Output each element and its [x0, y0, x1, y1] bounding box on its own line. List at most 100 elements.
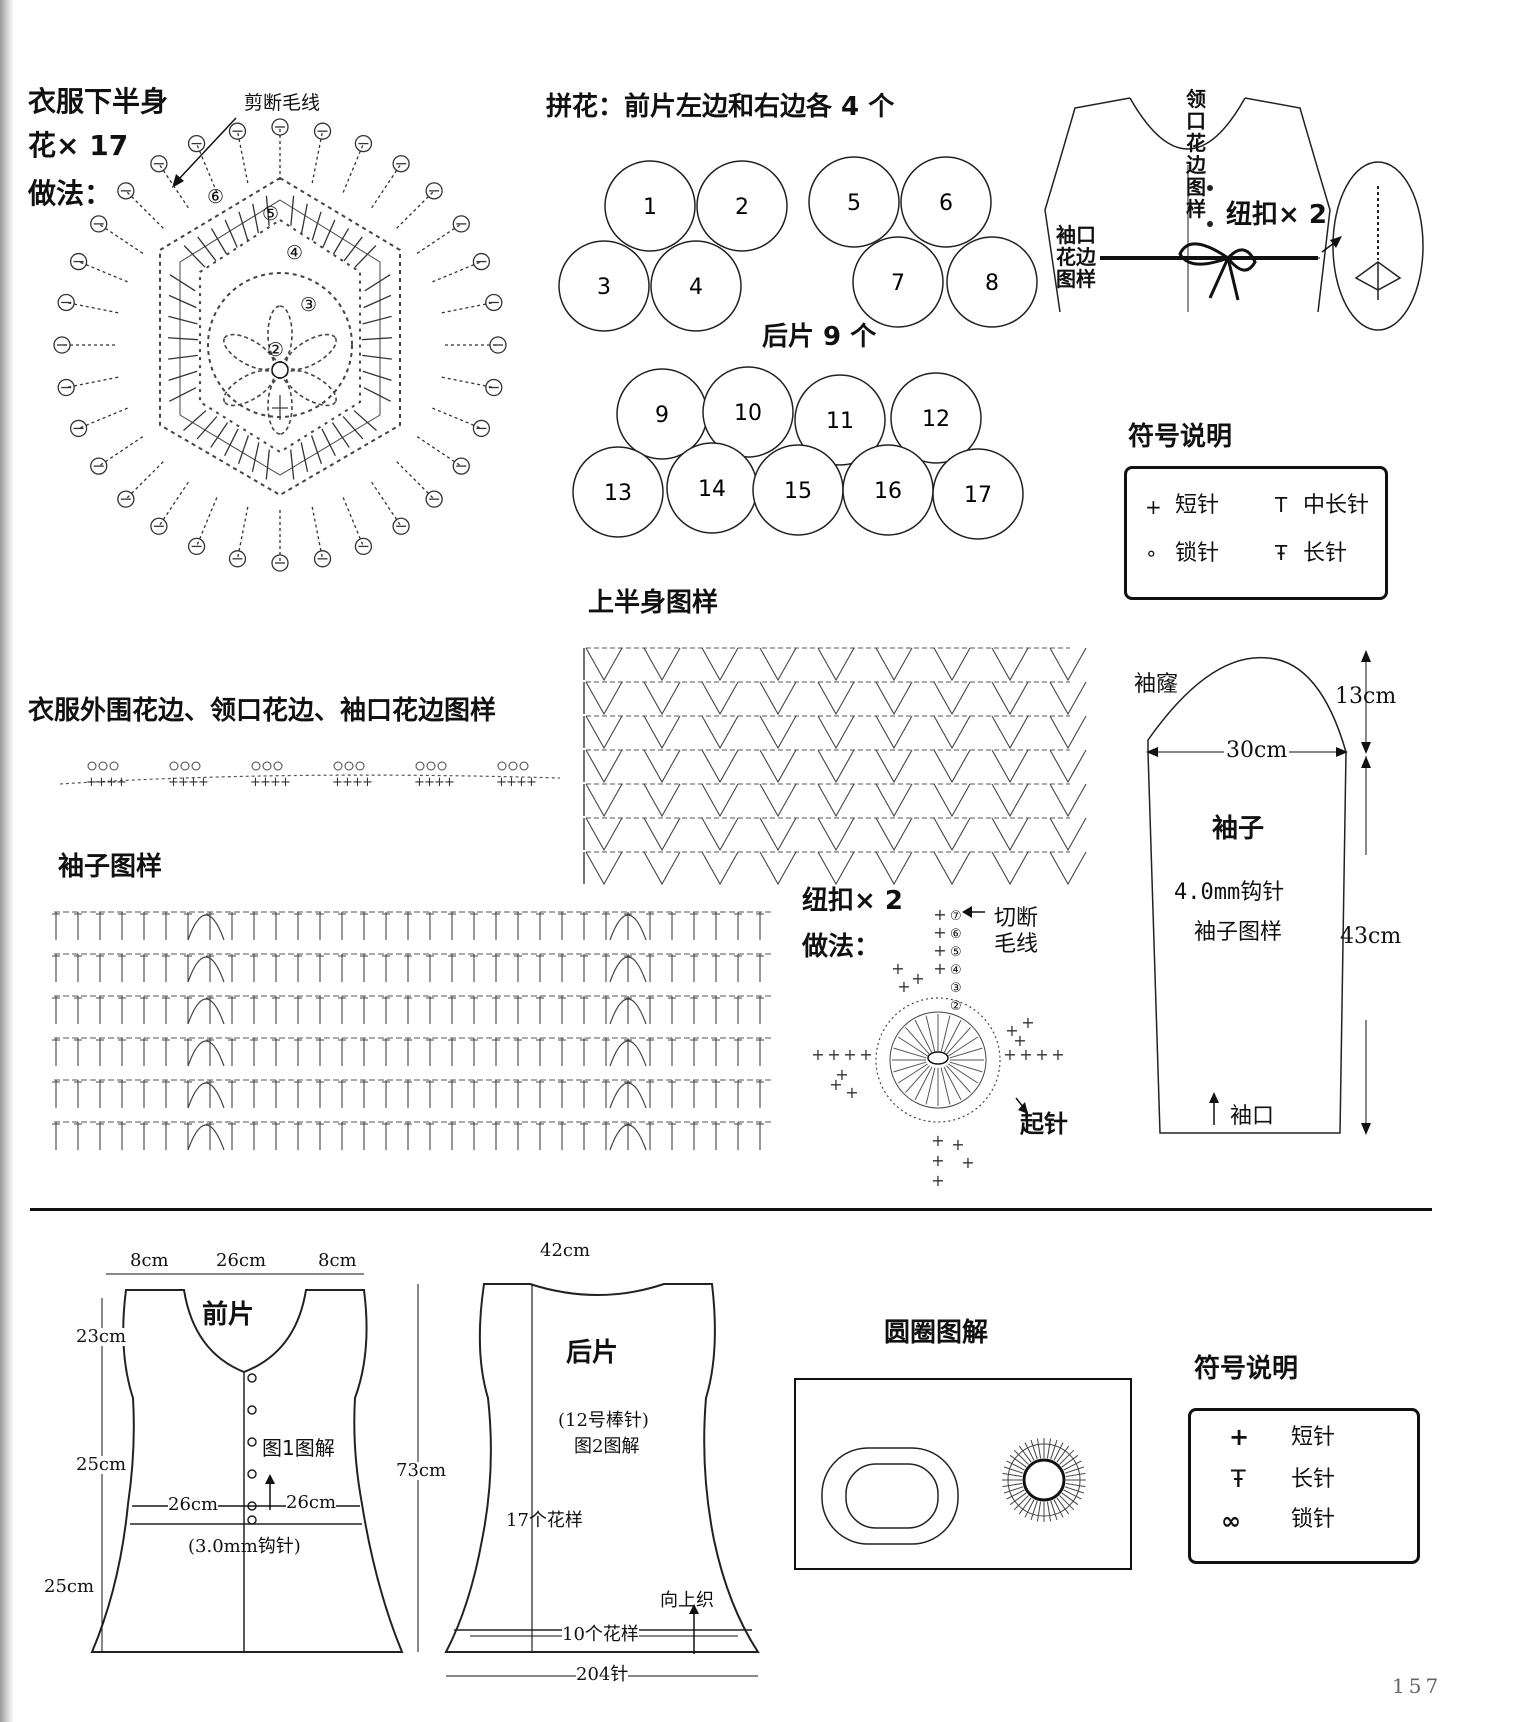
- motif-number-13: 13: [604, 481, 632, 506]
- picot-stem: [311, 506, 324, 559]
- upper-mesh-stitch: [1049, 681, 1087, 716]
- back-motif-count: 17个花样: [506, 1510, 583, 1531]
- rose-picot: [90, 215, 108, 233]
- button-sc-mark: +: [1005, 1021, 1018, 1040]
- hex-stitch: [168, 294, 197, 309]
- hex-stitch: [362, 315, 392, 325]
- legend-top-title: 符号说明: [1128, 422, 1233, 452]
- ring-diagram-box: [794, 1378, 1132, 1570]
- picot-stem: [441, 301, 494, 314]
- upper-mesh-stitch: [817, 783, 855, 818]
- edging-sc-mark: +: [506, 775, 517, 790]
- motif-number-15: 15: [784, 479, 812, 504]
- picot-stem: [66, 376, 119, 389]
- picot-stem: [371, 163, 402, 209]
- button-tassel: [1354, 261, 1402, 300]
- sleeve-shell: [609, 1082, 647, 1109]
- picot-stem: [158, 163, 189, 209]
- ring-stitch: [1036, 1501, 1042, 1522]
- button-sc-mark: +: [897, 977, 910, 996]
- button-round-5: ⑤: [950, 945, 962, 960]
- book-gutter: [0, 0, 14, 1722]
- round-5-label: ⑤: [262, 203, 280, 225]
- button-sc-mark: +: [1021, 1013, 1034, 1032]
- upper-mesh-stitch: [817, 817, 855, 852]
- ring-stitch: [1006, 1489, 1025, 1500]
- motif-number-6: 6: [939, 191, 953, 216]
- upper-mesh-stitch: [701, 783, 739, 818]
- sleeve-shell: [187, 1082, 225, 1109]
- cap-arrow-bottom: [1361, 742, 1371, 754]
- upper-mesh-stitch: [933, 851, 971, 886]
- button-spoke: [897, 1036, 928, 1057]
- page-number: 157: [1392, 1674, 1443, 1698]
- back-layout-title: 后片 9 个: [762, 322, 877, 352]
- sleeve-shell: [187, 998, 225, 1025]
- edging-sc-mark: +: [250, 775, 261, 790]
- picot-stem: [78, 260, 128, 283]
- rose-picot: [150, 517, 168, 535]
- ring-stitch: [1013, 1495, 1029, 1511]
- edging-picot: [251, 761, 261, 771]
- button-sc-mark: +: [951, 1135, 964, 1154]
- legend-bottom-box: + 短针 Ŧ 长针 ∞ 锁针: [1188, 1408, 1420, 1564]
- button-sc-mark: +: [891, 959, 904, 978]
- edging-sc-mark: +: [516, 775, 527, 790]
- motif-circle-12: [890, 372, 982, 464]
- length-arrow-top: [1361, 756, 1371, 768]
- rose-picot: [472, 419, 491, 438]
- motif-number-4: 4: [689, 275, 703, 300]
- motif-number-16: 16: [874, 479, 902, 504]
- button-spoke: [897, 1063, 928, 1084]
- rose-picot: [271, 554, 289, 572]
- sleeve-length-label: 43cm: [1340, 924, 1402, 949]
- upper-mesh-stitch: [875, 681, 913, 716]
- edging-picot: [87, 761, 97, 771]
- hex-stitch: [168, 370, 198, 382]
- edging-sc-mark: +: [178, 775, 189, 790]
- button-round-3: ③: [950, 981, 962, 996]
- button-spoke: [946, 1027, 971, 1055]
- button-round-7: ⑦: [950, 909, 962, 924]
- legend-top-box: + 短针 T 中长针 ∘ 锁针 Ŧ 长针: [1124, 466, 1388, 600]
- front-shoulder-left-width: 8cm: [130, 1250, 169, 1271]
- ring-stitch: [1030, 1439, 1038, 1460]
- motif-count: 花× 17: [28, 129, 129, 162]
- button-mid-round: [889, 1011, 987, 1109]
- ring-stitch: [1064, 1486, 1085, 1494]
- rose-picot: [354, 537, 373, 556]
- hex-stitch: [361, 337, 393, 341]
- hex-stitch: [183, 410, 207, 431]
- button-sc-mark: +: [811, 1045, 824, 1064]
- button-sc-mark: +: [933, 905, 946, 924]
- upper-mesh-stitch: [991, 851, 1029, 886]
- picot-stem: [432, 260, 482, 283]
- front-shoulder-right-width: 8cm: [318, 1250, 357, 1271]
- upper-body-title: 上半身图样: [588, 588, 719, 618]
- hex-stitch: [252, 203, 260, 234]
- rose-picot: [452, 457, 470, 475]
- ring-stitch: [1059, 1495, 1075, 1511]
- edging-baseline: [59, 774, 561, 785]
- button-outer-round: [875, 997, 1001, 1123]
- upper-mesh-stitch: [933, 647, 971, 682]
- rose-picot: [485, 378, 503, 397]
- edging-picot: [426, 761, 436, 771]
- legend-bottom-sc-label: 短针: [1291, 1425, 1336, 1450]
- upper-mesh-stitch: [759, 783, 797, 818]
- hex-stitch: [342, 416, 364, 440]
- rose-picot: [117, 182, 135, 200]
- legend-bottom-dc-symbol: Ŧ: [1231, 1465, 1246, 1493]
- picot-stem: [125, 461, 164, 500]
- cuff-edging-label: 袖口 花边 图样: [1056, 224, 1096, 290]
- cuff-label-line-3: 图样: [1056, 267, 1096, 291]
- neck-label-line-1: 领口: [1186, 87, 1206, 133]
- button-title: 纽扣× 2: [802, 886, 903, 916]
- button-spoke: [940, 1015, 951, 1053]
- round-6-hexagon: [159, 176, 401, 497]
